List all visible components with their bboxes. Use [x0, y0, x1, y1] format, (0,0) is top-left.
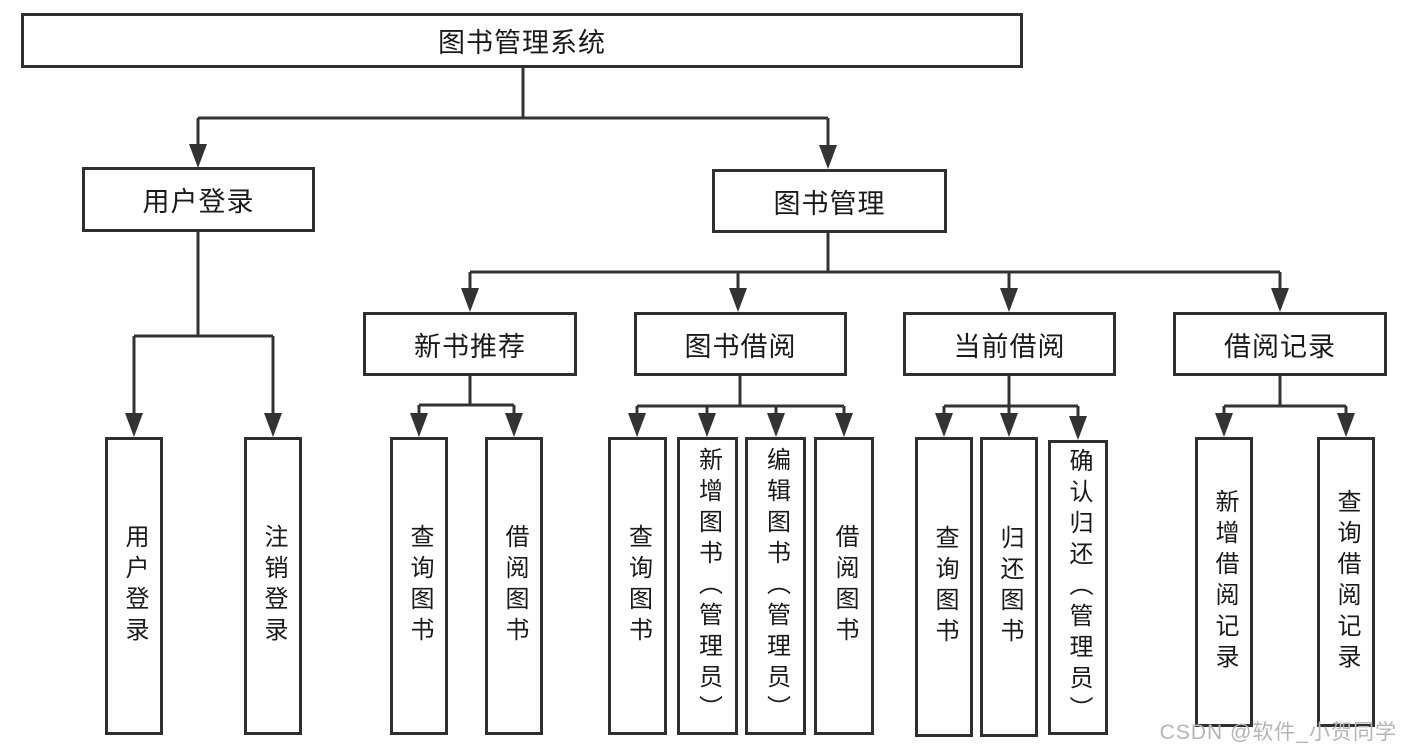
leaf-records-query-record: 查询借阅记录	[1317, 437, 1375, 727]
leaf-recommend-query-books: 查询图书	[390, 437, 448, 735]
node-new-book-recommend: 新书推荐	[363, 312, 577, 376]
leaf-user-login: 用户登录	[105, 437, 163, 735]
leaf-current-query-books: 查询图书	[915, 437, 973, 737]
leaf-logout: 注销登录	[244, 437, 302, 735]
connector-book-management-children	[461, 233, 1289, 312]
connector-user-login-children	[125, 232, 282, 437]
node-system-root: 图书管理系统	[21, 13, 1023, 68]
node-current-borrow: 当前借阅	[903, 312, 1116, 376]
node-book-borrow: 图书借阅	[634, 312, 847, 376]
connector-book-borrow-children	[628, 376, 853, 437]
leaf-records-add-record: 新增借阅记录	[1195, 437, 1253, 727]
node-book-management: 图书管理	[712, 169, 947, 233]
leaf-borrow-add-books-admin: 新增图书（管理员）	[677, 437, 738, 735]
connector-new-book-recommend-children	[410, 376, 523, 437]
leaf-current-confirm-return-admin: 确认归还（管理员）	[1048, 440, 1108, 735]
leaf-current-return-books: 归还图书	[980, 437, 1038, 737]
leaf-borrow-edit-books-admin: 编辑图书（管理员）	[745, 437, 806, 735]
node-borrow-records: 借阅记录	[1173, 312, 1387, 376]
csdn-watermark: CSDN @软件_小贺同学	[1159, 721, 1397, 744]
leaf-recommend-borrow-books: 借阅图书	[485, 437, 543, 735]
connector-borrow-records-children	[1215, 376, 1355, 437]
leaf-borrow-borrow-books: 借阅图书	[814, 437, 874, 735]
leaf-borrow-query-books: 查询图书	[608, 437, 667, 735]
connector-root-to-level2	[189, 68, 837, 169]
connector-current-borrow-children	[935, 376, 1087, 440]
node-user-login: 用户登录	[82, 167, 315, 232]
